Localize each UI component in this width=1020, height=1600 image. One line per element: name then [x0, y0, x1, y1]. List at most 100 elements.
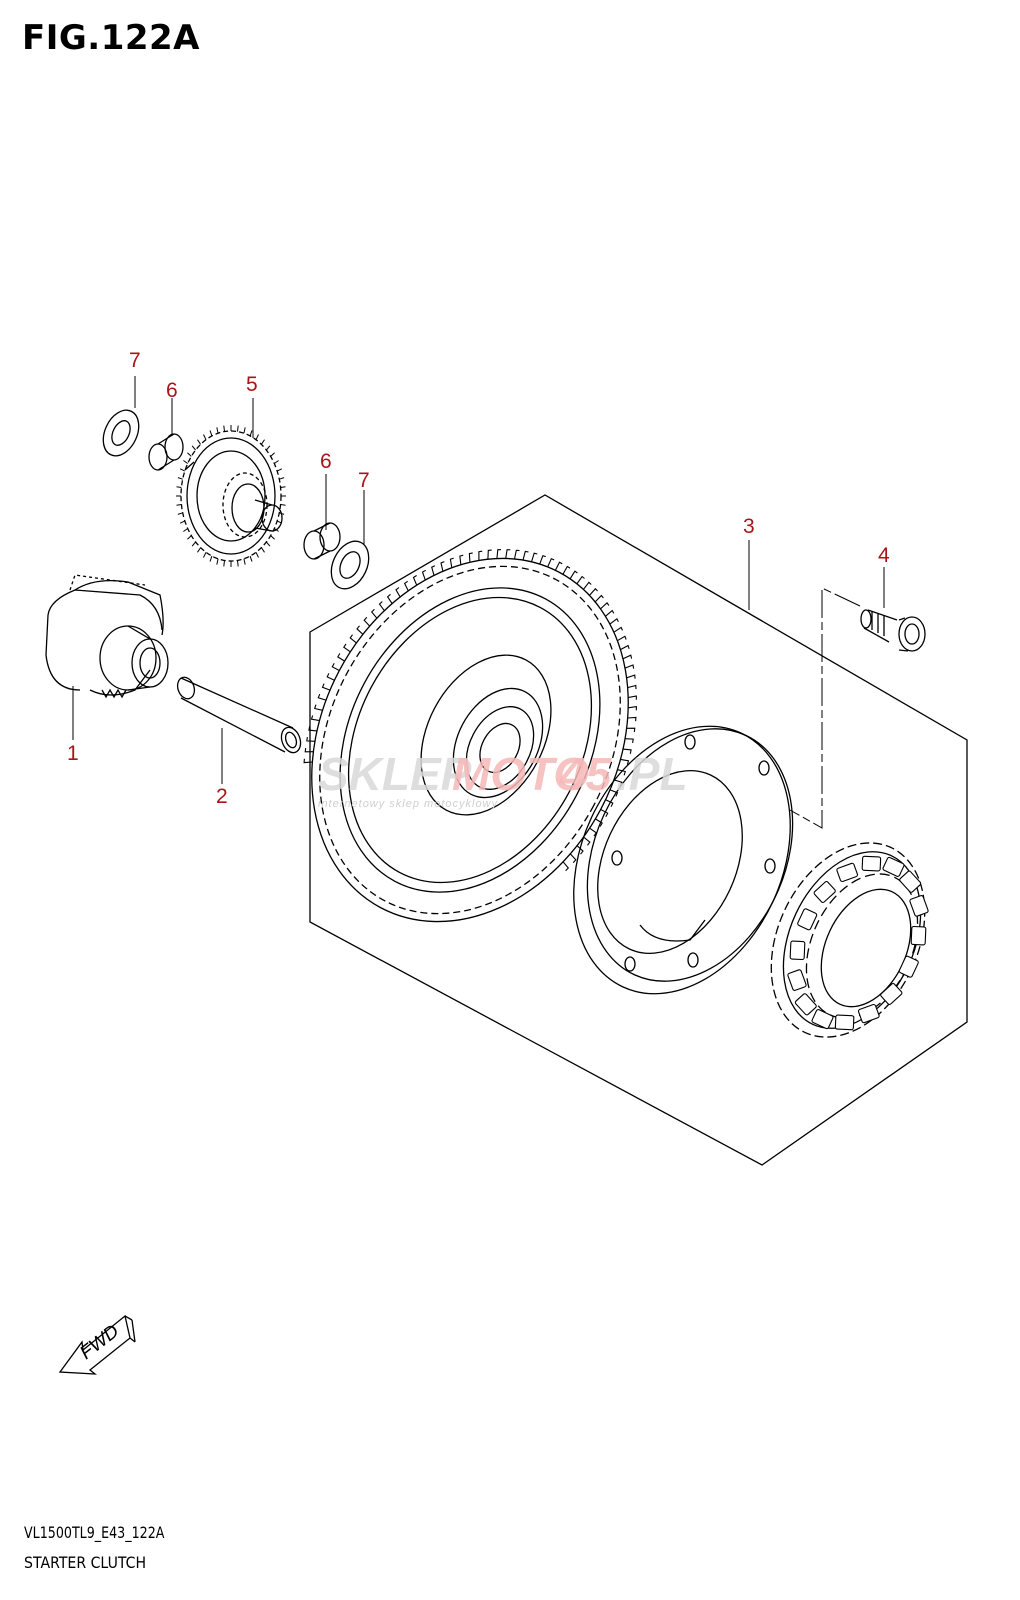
ring-gear-tooth — [496, 549, 501, 559]
watermark: SKLEP MOTO 45 .PL internetowy sklep moto… — [318, 748, 688, 810]
ring-gear-tooth — [303, 758, 313, 764]
ring-gear-tooth — [378, 601, 385, 612]
clutch-roller — [813, 881, 836, 903]
ring-gear-tooth — [626, 727, 636, 733]
ring-gear-tooth — [522, 550, 529, 561]
idle-gear-tooth — [187, 452, 192, 457]
clutch-roller — [797, 908, 818, 931]
ring-gear-tooth — [547, 557, 555, 568]
idle-gear-tooth — [274, 528, 279, 532]
ring-gear-tooth — [628, 705, 637, 711]
callout-2: 2 — [216, 785, 228, 808]
leader-lines — [72, 376, 885, 829]
ring-gear-tooth — [440, 561, 445, 572]
ring-gear-tooth — [595, 818, 603, 827]
ring-gear-tooth — [431, 565, 436, 576]
ring-gear-tooth — [627, 716, 637, 722]
clutch-roller — [861, 855, 882, 872]
ring-gear-teeth — [303, 549, 637, 872]
ring-gear-tooth — [554, 561, 563, 571]
part-idle-gear-shaft — [176, 676, 302, 754]
callout-3: 3 — [743, 515, 755, 538]
idle-gear-tooth — [280, 504, 286, 506]
part-starter-driven-gear — [311, 557, 629, 923]
clutch-roller — [909, 895, 929, 917]
idle-gear-tooth — [179, 468, 186, 472]
idle-gear-tooth — [237, 560, 239, 567]
idle-gear-tooth — [260, 439, 265, 445]
watermark-brand-d: .PL — [616, 748, 688, 800]
ring-gear-tooth — [600, 809, 609, 817]
clutch-roller — [880, 983, 903, 1005]
ring-gear-tooth — [343, 643, 351, 653]
watermark-brand-b: MOTO — [452, 748, 589, 800]
one-way-clutch-rollers — [787, 855, 929, 1031]
ring-gear-tooth — [617, 635, 627, 642]
idle-gear-tooth — [176, 504, 182, 506]
idle-gear-tooth — [177, 477, 183, 480]
part-idle-gear — [180, 430, 283, 562]
ring-gear-tooth — [539, 555, 546, 565]
figure-caption: STARTER CLUTCH — [24, 1553, 147, 1572]
ring-gear-tooth — [582, 581, 592, 590]
idle-gear-tooth — [279, 477, 285, 480]
ring-gear-tooth — [349, 634, 357, 644]
assembly-box-outline — [309, 494, 968, 1166]
clutch-roller — [834, 1014, 855, 1031]
clutch-roller — [899, 870, 922, 893]
idle-gear-tooth — [223, 425, 225, 432]
clutch-roller — [898, 955, 919, 978]
callout-7-top: 7 — [129, 349, 141, 372]
ring-gear-tooth — [569, 570, 578, 580]
idle-gear-tooth — [249, 430, 253, 437]
idle-gear-tooth — [183, 460, 188, 464]
ring-gear-tooth — [562, 565, 571, 575]
ring-gear-tooth — [605, 609, 615, 617]
ring-gear-tooth — [421, 569, 426, 581]
ring-gear-tooth — [317, 693, 327, 701]
ring-gear-tooth — [449, 557, 454, 568]
ring-gear-tooth — [589, 827, 597, 837]
ring-gear-tooth — [617, 769, 627, 776]
ring-gear-tooth — [356, 625, 364, 635]
idle-gear-teeth — [176, 425, 286, 567]
ring-gear-tooth — [600, 601, 610, 610]
callout-5: 5 — [246, 373, 258, 396]
ring-gear-tooth — [505, 549, 511, 559]
idle-gear-tooth — [276, 468, 283, 472]
ring-gear-tooth — [308, 726, 317, 732]
clutch-roller — [857, 1003, 880, 1024]
ring-gear-tooth — [613, 779, 623, 787]
idle-gear-tooth — [177, 512, 183, 515]
idle-gear-tooth — [197, 547, 202, 553]
idle-gear-tooth — [243, 558, 246, 565]
ring-gear-tooth — [613, 626, 623, 633]
idle-gear-tooth — [243, 427, 246, 434]
ring-gear-tooth — [331, 663, 340, 671]
idle-gear-tooth — [270, 535, 275, 540]
idle-gear-tooth — [266, 541, 271, 547]
watermark-brand-c: 45 — [559, 748, 613, 800]
idle-gear-tooth — [270, 452, 275, 457]
ring-gear-tooth — [589, 587, 598, 596]
ring-gear-tooth — [620, 758, 630, 765]
ring-gear-tooth — [576, 575, 585, 585]
idle-gear-tooth — [197, 439, 202, 445]
idle-gear-tooth — [191, 541, 196, 547]
part-washer-top — [102, 409, 140, 457]
ring-gear-tooth — [326, 673, 335, 681]
ring-gear-tooth — [321, 683, 331, 691]
forward-arrow-icon — [58, 1314, 136, 1375]
clutch-roller — [836, 862, 859, 883]
ring-gear-tooth — [478, 550, 483, 561]
ring-gear-tooth — [609, 617, 619, 625]
idle-gear-tooth — [237, 425, 239, 432]
clutch-roller — [794, 993, 817, 1016]
ring-gear-tooth — [412, 575, 418, 586]
ring-gear-tooth — [609, 789, 619, 797]
callout-4: 4 — [878, 544, 890, 567]
ring-gear-tooth — [562, 861, 570, 872]
fwd-label: FWD — [76, 1321, 123, 1364]
ring-gear-tooth — [622, 654, 633, 660]
